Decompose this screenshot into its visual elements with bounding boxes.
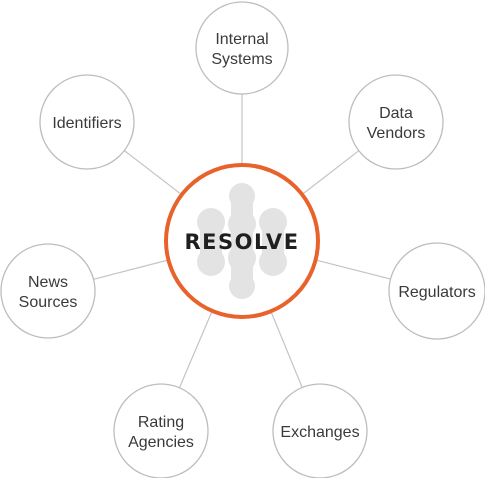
node-exchanges: Exchanges [272, 383, 368, 478]
node-circle-news-sources [0, 243, 96, 339]
connector-identifiers [123, 150, 183, 196]
node-label-rating-agencies: Agencies [128, 434, 194, 451]
connector-rating-agencies [178, 310, 213, 389]
connector-news-sources [93, 259, 169, 280]
node-circle-identifiers [39, 74, 135, 170]
node-circle-regulators [388, 242, 485, 340]
connector-exchanges [270, 311, 303, 388]
node-circle-rating-agencies [113, 383, 209, 478]
node-label-news-sources: Sources [19, 294, 78, 311]
node-label-data-vendors: Data [379, 105, 413, 122]
connectors [93, 94, 391, 389]
center-label: RESOLVE [184, 230, 299, 254]
resolve-logo-mark [197, 183, 287, 299]
connector-data-vendors [301, 150, 360, 195]
logo-bar-2 [262, 222, 284, 262]
node-label-data-vendors: Vendors [367, 125, 426, 142]
node-label-identifiers: Identifiers [52, 115, 121, 132]
node-regulators: Regulators [388, 242, 485, 340]
node-label-internal-systems: Internal [215, 31, 268, 48]
node-circle-exchanges [272, 383, 368, 478]
node-circle-data-vendors [348, 74, 444, 170]
node-label-rating-agencies: Rating [138, 414, 184, 431]
center-hub: RESOLVE [164, 163, 320, 319]
node-label-internal-systems: Systems [211, 51, 272, 68]
node-label-news-sources: News [28, 274, 68, 291]
logo-bar-0 [231, 196, 253, 286]
logo-bar-1 [200, 222, 222, 262]
connector-regulators [315, 259, 391, 280]
node-circle-internal-systems [195, 1, 289, 95]
node-label-regulators: Regulators [398, 284, 475, 301]
node-identifiers: Identifiers [39, 74, 135, 170]
node-label-exchanges: Exchanges [280, 424, 359, 441]
